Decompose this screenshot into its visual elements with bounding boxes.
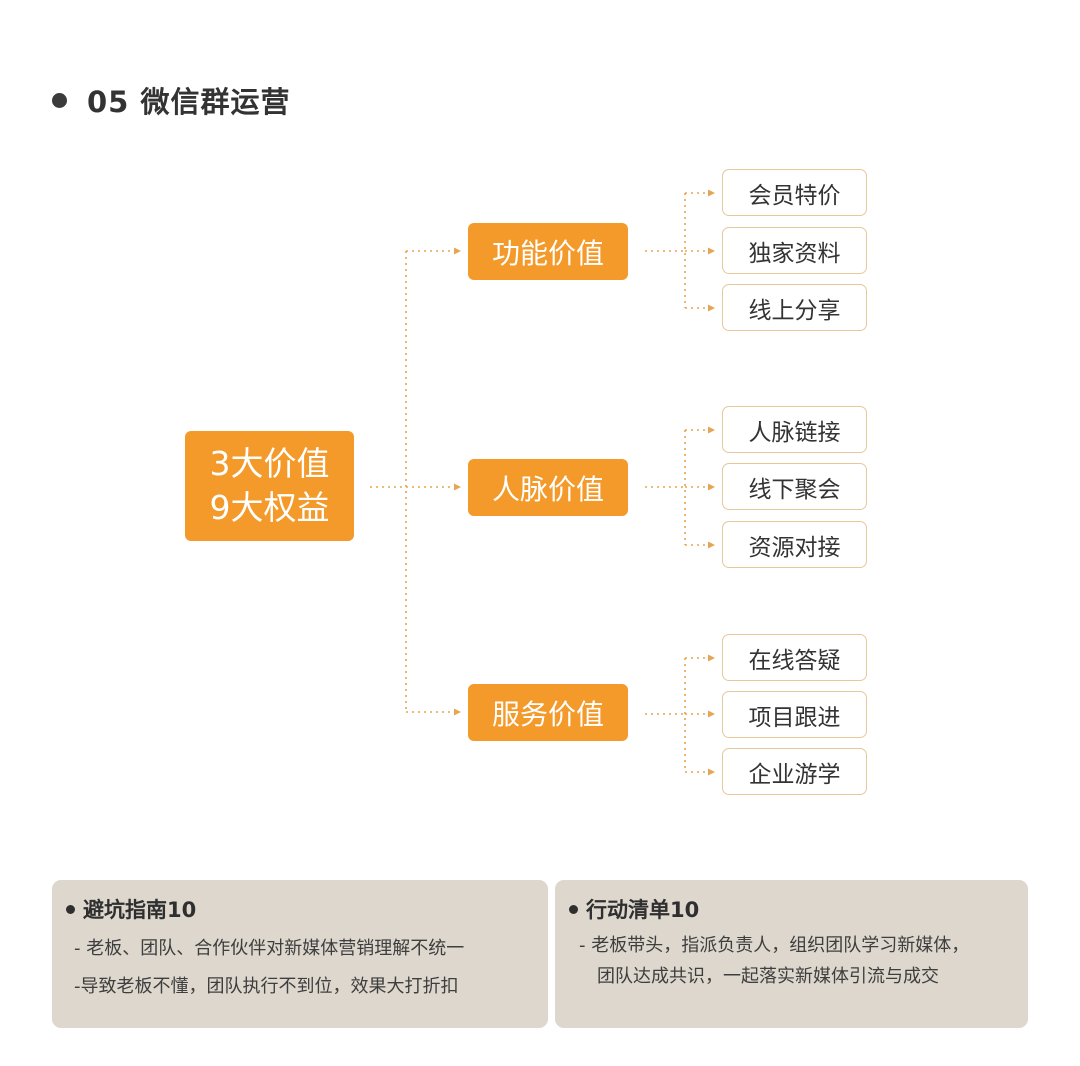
leaf-project-followup: 项目跟进	[722, 691, 867, 738]
root-line-2: 9大权益	[209, 488, 330, 527]
pitfalls-title: 避坑指南10	[66, 894, 548, 924]
category-functional: 功能价值	[468, 223, 628, 280]
leaf-offline-meetup: 线下聚会	[722, 463, 867, 510]
action-list-title-text: 行动清单10	[586, 898, 700, 922]
section-header: 05 微信群运营	[52, 78, 290, 122]
leaf-online-sharing: 线上分享	[722, 284, 867, 331]
leaf-network-link: 人脉链接	[722, 406, 867, 453]
leaf-online-qa: 在线答疑	[722, 634, 867, 681]
pitfalls-title-text: 避坑指南10	[83, 898, 197, 922]
pitfalls-line-2: -导致老板不懂，团队执行不到位，效果大打折扣	[74, 976, 459, 997]
bullet-dot-icon	[569, 904, 578, 914]
action-list-line-2: 团队达成共识，一起落实新媒体引流与成交	[597, 966, 939, 987]
pitfalls-line-1: - 老板、团队、合作伙伴对新媒体营销理解不统一	[74, 938, 465, 959]
leaf-resource-matching: 资源对接	[722, 521, 867, 568]
bullet-dot-icon	[52, 92, 67, 108]
root-node: 3大价值 9大权益	[185, 431, 354, 541]
category-network: 人脉价值	[468, 459, 628, 516]
action-list-card: 行动清单10 - 老板带头，指派负责人，组织团队学习新媒体， 团队达成共识，一起…	[555, 880, 1028, 1028]
root-line-1: 3大价值	[209, 444, 330, 483]
bullet-dot-icon	[66, 904, 75, 914]
action-list-line-1: - 老板带头，指派负责人，组织团队学习新媒体，	[579, 935, 970, 956]
leaf-member-discount: 会员特价	[722, 169, 867, 216]
leaf-enterprise-study-tour: 企业游学	[722, 748, 867, 795]
pitfalls-card: 避坑指南10 - 老板、团队、合作伙伴对新媒体营销理解不统一 -导致老板不懂，团…	[52, 880, 548, 1028]
leaf-exclusive-materials: 独家资料	[722, 227, 867, 274]
section-title: 05 微信群运营	[87, 85, 291, 119]
category-service: 服务价值	[468, 684, 628, 741]
action-list-title: 行动清单10	[569, 894, 1028, 924]
